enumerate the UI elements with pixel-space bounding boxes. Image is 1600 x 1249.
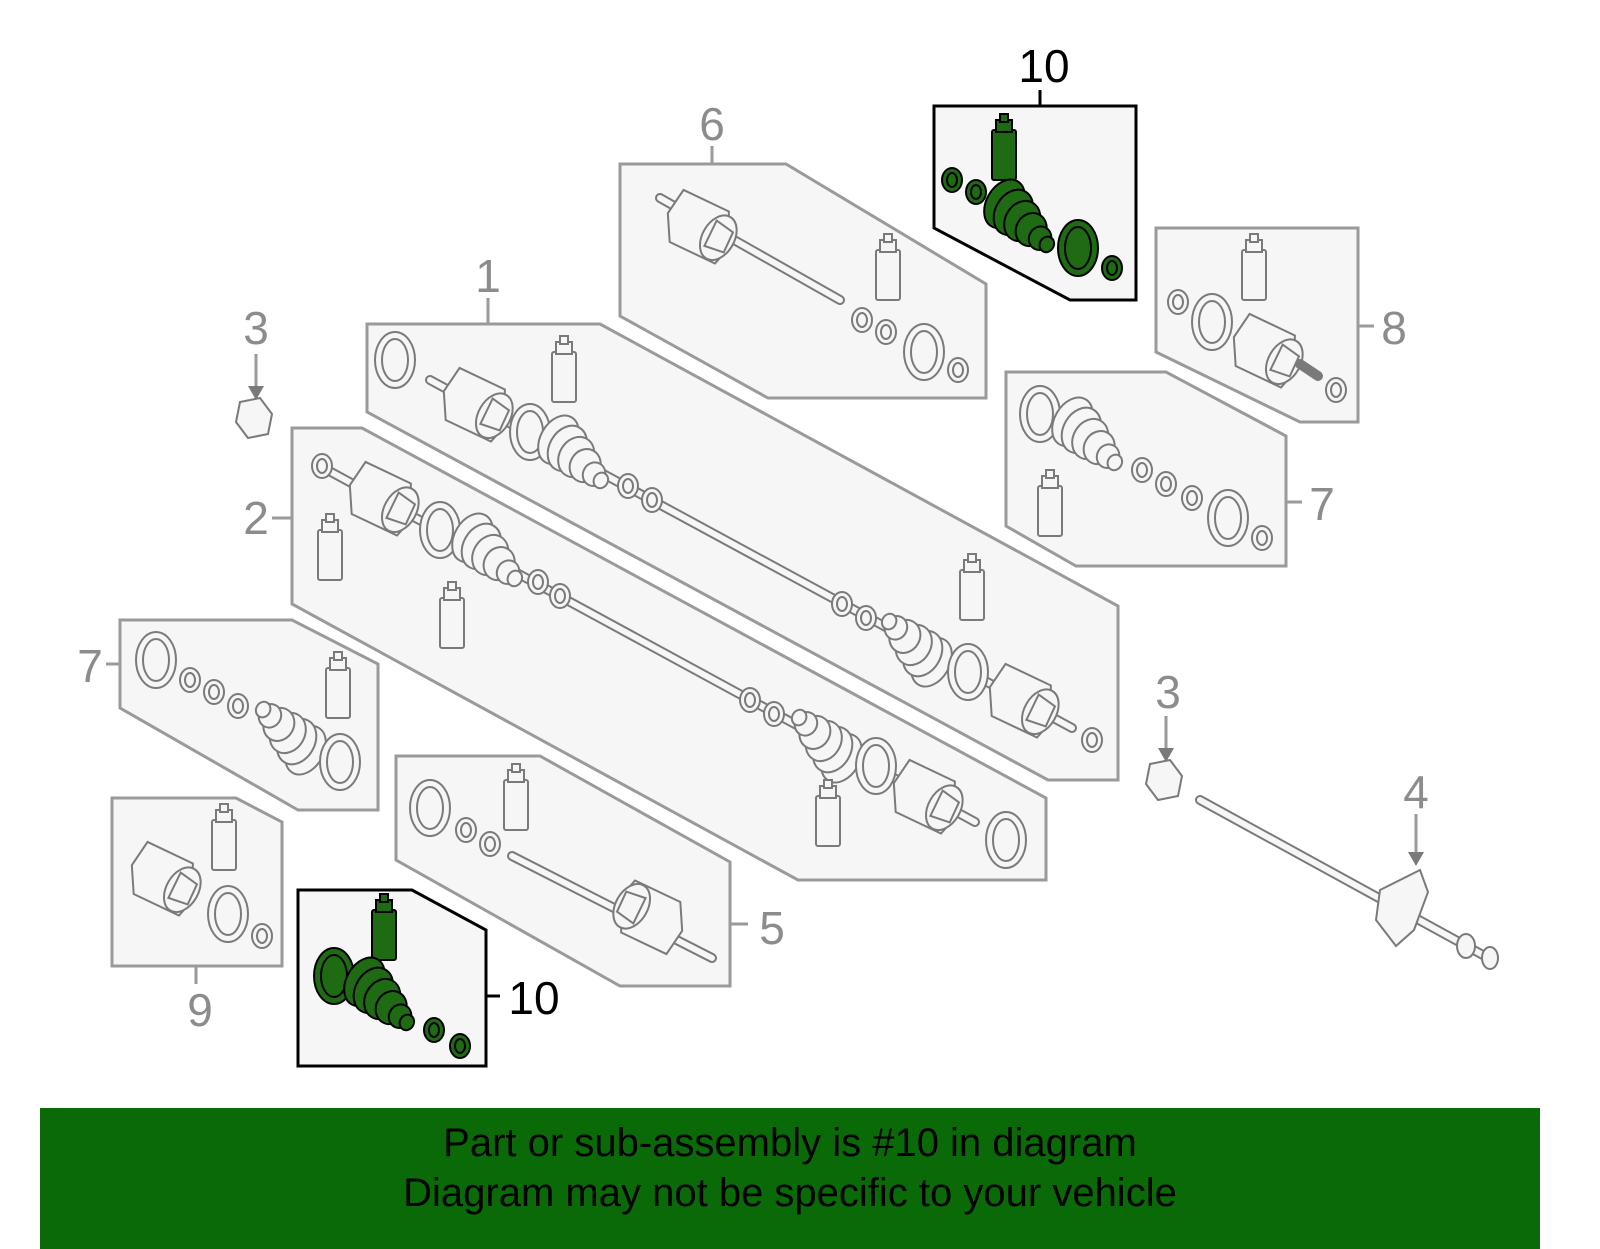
assembly-1 (365, 322, 1120, 782)
callout-2: 2 (243, 492, 269, 544)
assembly-6 (618, 162, 988, 400)
callout-7-right: 7 (1309, 478, 1335, 530)
assembly-2 (290, 426, 1048, 882)
banner-line-1: Part or sub-assembly is #10 in diagram (443, 1121, 1137, 1165)
callout-7-left: 7 (77, 640, 103, 692)
callout-3-right: 3 (1155, 666, 1181, 718)
assembly-10-top (932, 104, 1138, 302)
intermediate-shaft-4 (1195, 795, 1499, 970)
callout-10-bottom: 10 (508, 972, 559, 1024)
callout-4: 4 (1403, 766, 1429, 818)
callout-1: 1 (475, 250, 501, 302)
callout-5: 5 (759, 902, 785, 954)
callout-10-top: 10 (1018, 40, 1069, 92)
leader-lines (106, 90, 1424, 998)
callout-9: 9 (187, 984, 213, 1036)
callout-8: 8 (1381, 302, 1407, 354)
assembly-5 (394, 754, 732, 988)
nut-right (1145, 759, 1183, 801)
assembly-9 (110, 796, 284, 968)
callout-6: 6 (699, 98, 725, 150)
callout-3-left: 3 (243, 302, 269, 354)
assembly-8 (1154, 226, 1360, 424)
info-banner: Part or sub-assembly is #10 in diagram D… (40, 1108, 1540, 1249)
banner-line-2: Diagram may not be specific to your vehi… (403, 1171, 1177, 1215)
assembly-10-bottom (296, 888, 488, 1068)
assembly-7-right (1004, 370, 1288, 568)
nut-left (235, 397, 273, 439)
assembly-7-left (118, 618, 380, 812)
